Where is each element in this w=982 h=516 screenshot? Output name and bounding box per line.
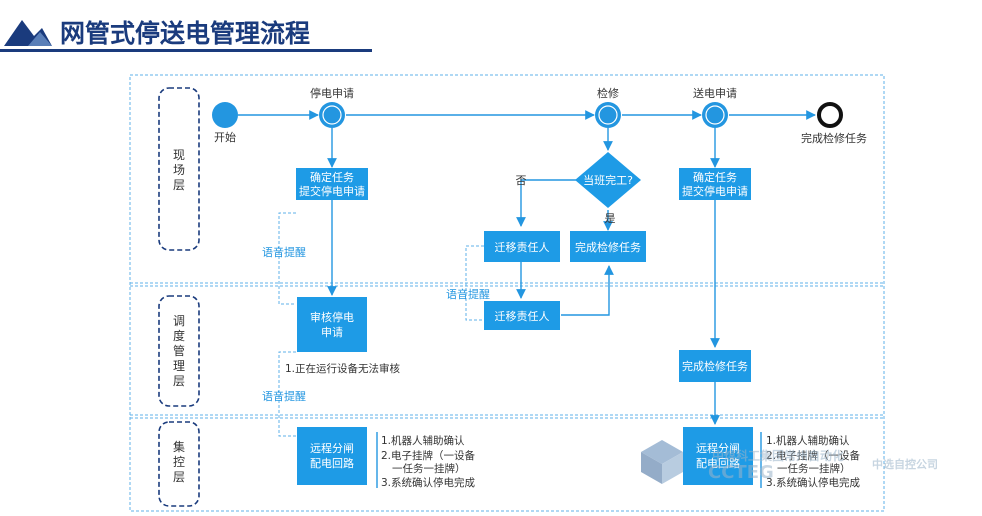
watermark-cteg: CCTEG [708,462,774,483]
title-underline [0,49,372,52]
svg-text:迁移责任人: 迁移责任人 [495,241,550,254]
svg-text:确定任务提交停电申请: 确定任务提交停电申请 [299,170,365,198]
box-migrate-1[interactable]: 迁移责任人 [484,231,560,262]
cube-logo-icon [641,440,683,484]
decision-node[interactable]: 当班完工? [575,152,641,208]
box-complete-repair-2[interactable]: 完成检修任务 [679,350,751,382]
voice-hint-2: 语音提醒 [262,389,306,403]
edge-migrate2-complete [561,265,614,316]
event-apply-outage-label: 停电申请 [310,86,354,100]
page-title: 网管式停送电管理流程 [60,19,310,48]
review-note: 1.正在运行设备无法审核 [285,362,401,375]
box-confirm-task-2[interactable]: 确定任务提交停电申请 [679,168,751,200]
start-label: 开始 [214,130,236,144]
decision-yes-label: 是 [605,212,616,225]
svg-text:远程分闸配电回路: 远程分闸配电回路 [310,442,354,470]
svg-text:审核停电申请: 审核停电申请 [310,310,354,339]
watermark: CCTEG 中煤科工集团常州自动化 中选自控公司 [641,440,938,484]
box-remote-close[interactable]: 远程分闸配电回路 [683,427,753,485]
voice-connector-3 [465,245,484,321]
lane-label-central: 集控层 [173,439,185,484]
watermark-company: 中煤科工集团常州自动化 [712,448,844,463]
decision-no-label: 否 [516,174,527,187]
svg-text:确定任务提交停电申请: 确定任务提交停电申请 [682,170,748,198]
lanes-frame [129,74,885,512]
voice-connector-1 [278,212,296,305]
lanes [129,74,885,512]
watermark-subsidiary: 中选自控公司 [872,457,938,471]
event-repair[interactable] [595,102,621,128]
event-repair-label: 检修 [597,86,619,100]
svg-text:迁移责任人: 迁移责任人 [495,310,550,323]
event-apply-outage[interactable] [319,102,345,128]
end-label: 完成检修任务 [801,131,867,145]
lane-label-dispatch: 调度管理层 [173,314,185,388]
box-review-outage[interactable]: 审核停电申请 [297,297,367,352]
event-apply-power[interactable] [702,102,728,128]
voice-hint-3: 语音提醒 [446,287,490,301]
box-complete-repair-1[interactable]: 完成检修任务 [570,231,646,262]
end-node[interactable] [817,102,843,128]
edge-decision-no [516,179,580,227]
event-apply-power-label: 送电申请 [693,86,737,100]
voice-hint-1: 语音提醒 [262,245,306,259]
lane-header-field [158,87,200,251]
svg-text:完成检修任务: 完成检修任务 [682,359,748,373]
svg-text:当班完工?: 当班完工? [583,173,633,187]
start-node[interactable] [212,102,238,128]
box-confirm-task-1[interactable]: 确定任务提交停电申请 [296,168,368,200]
lane-label-field: 现场层 [173,148,185,192]
svg-text:完成检修任务: 完成检修任务 [575,240,641,254]
box-migrate-2[interactable]: 迁移责任人 [484,301,560,330]
box-remote-open[interactable]: 远程分闸配电回路 [297,427,367,485]
svg-text:远程分闸配电回路: 远程分闸配电回路 [696,442,740,470]
lane-header-dispatch [158,295,200,407]
lane-header-central [158,421,200,507]
title-logo-icon [4,20,52,46]
